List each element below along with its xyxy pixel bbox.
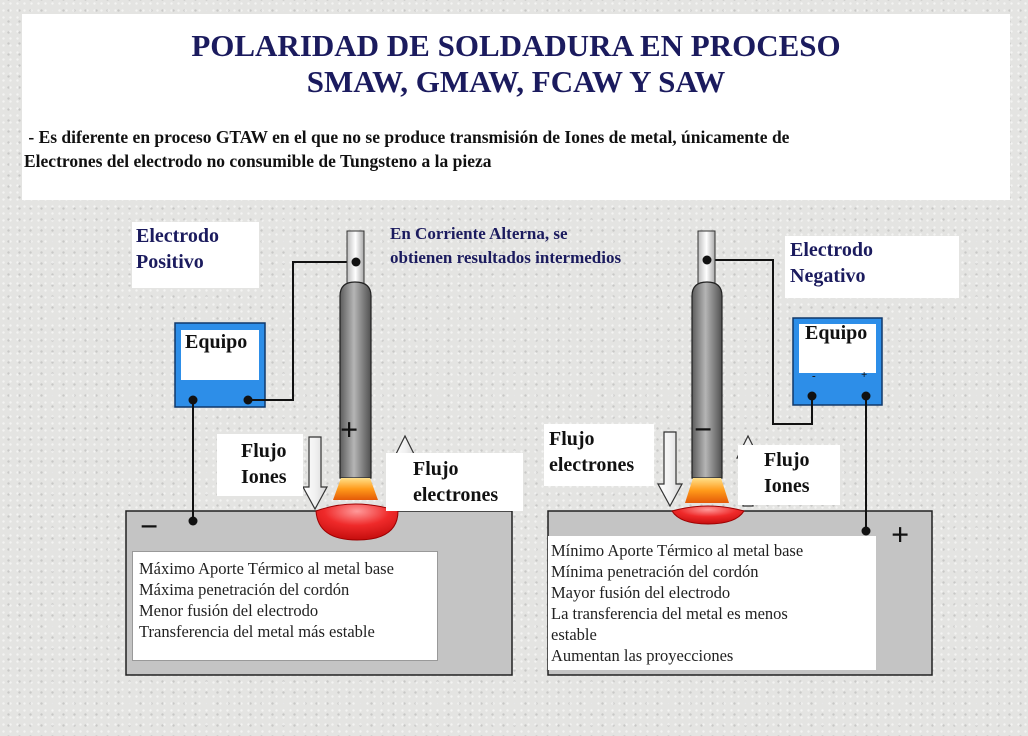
right-effect-item: La transferencia del metal es menos: [551, 604, 788, 623]
right-flow-down-label: Flujo electrones: [544, 424, 654, 486]
left-effect-item: Máxima penetración del cordón: [139, 580, 350, 599]
right-effect-item: Mayor fusión del electrodo: [551, 583, 731, 602]
right-flow-down-arrow: [656, 431, 684, 508]
left-flow-down-line-1: Flujo: [241, 440, 287, 462]
left-equipment-label: Equipo: [185, 331, 248, 353]
description-line-1: - Es diferente en proceso GTAW en el que…: [24, 127, 790, 147]
left-terminal-1: [188, 395, 198, 405]
left-effect-item: Transferencia del metal más estable: [139, 622, 375, 641]
left-electrode-label: Electrodo Positivo: [132, 222, 259, 288]
left-wire-electrode: [248, 261, 356, 401]
right-torch-body: [691, 281, 723, 479]
right-equipment-display: [799, 324, 876, 373]
right-effects-list: Mínimo Aporte Térmico al metal base Míni…: [548, 536, 876, 670]
left-electrode-sign: +: [340, 411, 359, 447]
left-electrode-label-line-1: Electrodo: [136, 225, 219, 247]
left-arc-flame: [333, 478, 378, 500]
left-terminal-2: [243, 395, 253, 405]
right-electrode-label-line-2: Negativo: [790, 265, 866, 287]
left-workpiece-clamp: [188, 516, 198, 526]
left-electrode-label-line-2: Positivo: [136, 251, 204, 273]
page-title-line-2: SMAW, GMAW, FCAW Y SAW: [306, 64, 726, 99]
right-arc-flame: [685, 478, 729, 503]
ac-note-line-1: En Corriente Alterna, se: [390, 224, 568, 243]
ac-note: En Corriente Alterna, se obtienen result…: [390, 222, 621, 270]
right-electrode-label: Electrodo Negativo: [785, 236, 959, 298]
page-title-line-1: POLARIDAD DE SOLDADURA EN PROCESO: [191, 28, 841, 63]
left-flow-down-label: Flujo Iones: [217, 434, 303, 496]
right-equipment-label: Equipo: [805, 322, 868, 344]
right-flow-up-line-2: Iones: [764, 475, 810, 497]
right-electrode-sign: −: [694, 411, 713, 447]
right-equipment-minus: -: [812, 370, 816, 382]
right-effect-item: estable: [551, 625, 597, 644]
left-effect-item: Máximo Aporte Térmico al metal base: [139, 559, 394, 578]
description-line-2: Electrones del electrodo no consumible d…: [24, 151, 492, 171]
right-flow-up-line-1: Flujo: [764, 449, 810, 471]
left-flow-up-line-1: Flujo: [413, 458, 459, 480]
right-effect-item: Aumentan las proyecciones: [551, 646, 734, 665]
left-weld-pool: [315, 503, 399, 541]
right-terminal-minus: [807, 391, 817, 401]
right-weld-pool: [671, 505, 745, 525]
left-effect-item: Menor fusión del electrodo: [139, 601, 319, 620]
right-workpiece-clamp: [861, 526, 871, 536]
left-flow-down-line-2: Iones: [241, 466, 287, 488]
left-effects-list: Máximo Aporte Térmico al metal base Máxi…: [132, 551, 438, 661]
header-panel: POLARIDAD DE SOLDADURA EN PROCESO SMAW, …: [22, 14, 1010, 200]
right-flow-down-line-2: electrones: [549, 454, 635, 476]
left-flow-up-label: Flujo electrones: [386, 453, 523, 511]
left-torch-body: [339, 281, 372, 479]
right-flow-down-line-1: Flujo: [549, 428, 595, 450]
right-electrode-label-line-1: Electrodo: [790, 239, 873, 261]
right-effect-item: Mínimo Aporte Térmico al metal base: [551, 541, 804, 560]
right-electrode-connection: [702, 255, 712, 265]
left-flow-down-arrow: [301, 436, 329, 511]
left-equipment-display: [181, 330, 259, 380]
right-terminal-plus: [861, 391, 871, 401]
left-electrode-connection: [351, 257, 361, 267]
right-equipment-plus: +: [861, 369, 868, 381]
ac-note-line-2: obtienen resultados intermedios: [390, 248, 622, 267]
right-effect-item: Mínima penetración del cordón: [551, 562, 759, 581]
process-description: - Es diferente en proceso GTAW en el que…: [24, 125, 999, 173]
right-workpiece-sign: +: [891, 516, 910, 552]
left-flow-up-line-2: electrones: [413, 484, 499, 506]
right-flow-up-label: Flujo Iones: [738, 445, 840, 505]
right-wire-electrode: [707, 259, 813, 425]
left-workpiece-sign: −: [140, 508, 159, 544]
